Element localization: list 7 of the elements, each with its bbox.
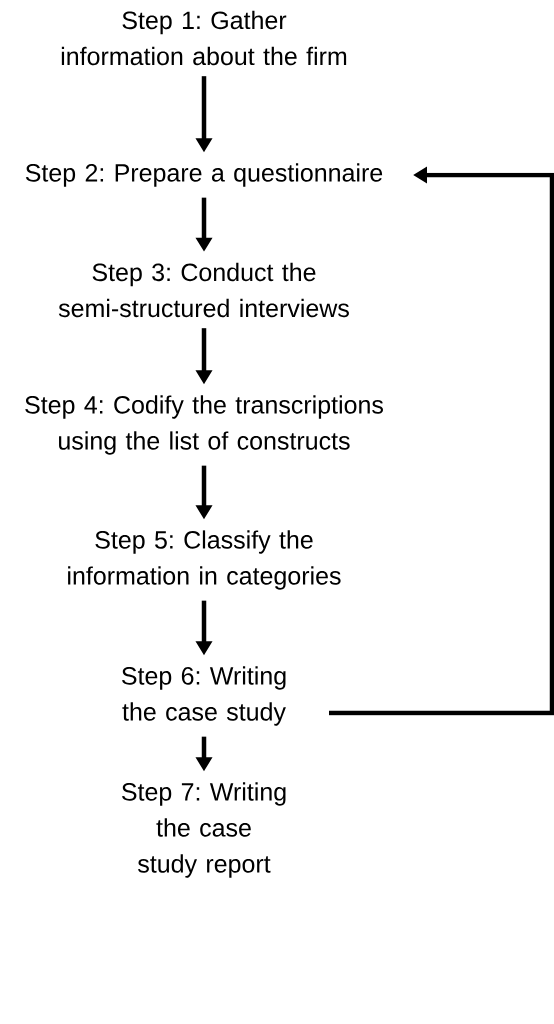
step-text: Step 5: Classify the information in categories [68,530,341,590]
step-text: Step 3: Conduct the semi-structured interviews [58,262,349,318]
step-text: Step 7: Writing the case study report [122,782,286,878]
step-text: Step 1: Gather information about the firm [61,10,347,66]
step-text: Step 4: Codify the transcriptions using the list of constructs [25,395,383,455]
step-text: Step 6: Writing the case study [122,666,286,726]
step-text: Step 2: Prepare a questionnaire [25,163,383,187]
